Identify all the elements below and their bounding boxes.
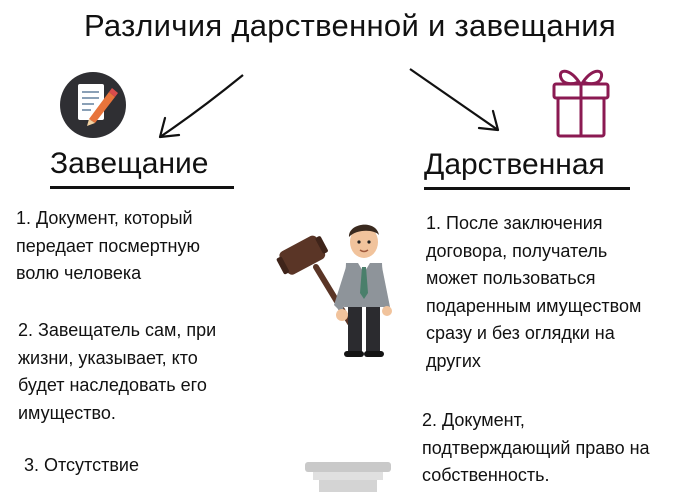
right-item-1: 1. После заключения договора, получатель… <box>426 213 642 371</box>
man-with-gavel-illustration <box>276 224 392 357</box>
heading-zaveshchanie: Завещание <box>50 146 234 189</box>
right-item-2: 2. Документ, подтверждающий право на соб… <box>422 410 650 485</box>
diagram-title: Различия дарственной и завещания <box>83 8 617 43</box>
left-item-2: 2. Завещатель сам, при жизни, указывает,… <box>18 320 217 423</box>
gift-box-icon <box>552 69 610 138</box>
document-pen-icon <box>60 72 126 138</box>
left-item-1: 1. Документ, который передает посмертную… <box>16 208 200 283</box>
left-item-3: 3. Отсутствие <box>24 455 139 475</box>
column-illustration <box>305 462 391 492</box>
heading-darstvennaya: Дарственная <box>424 147 630 190</box>
